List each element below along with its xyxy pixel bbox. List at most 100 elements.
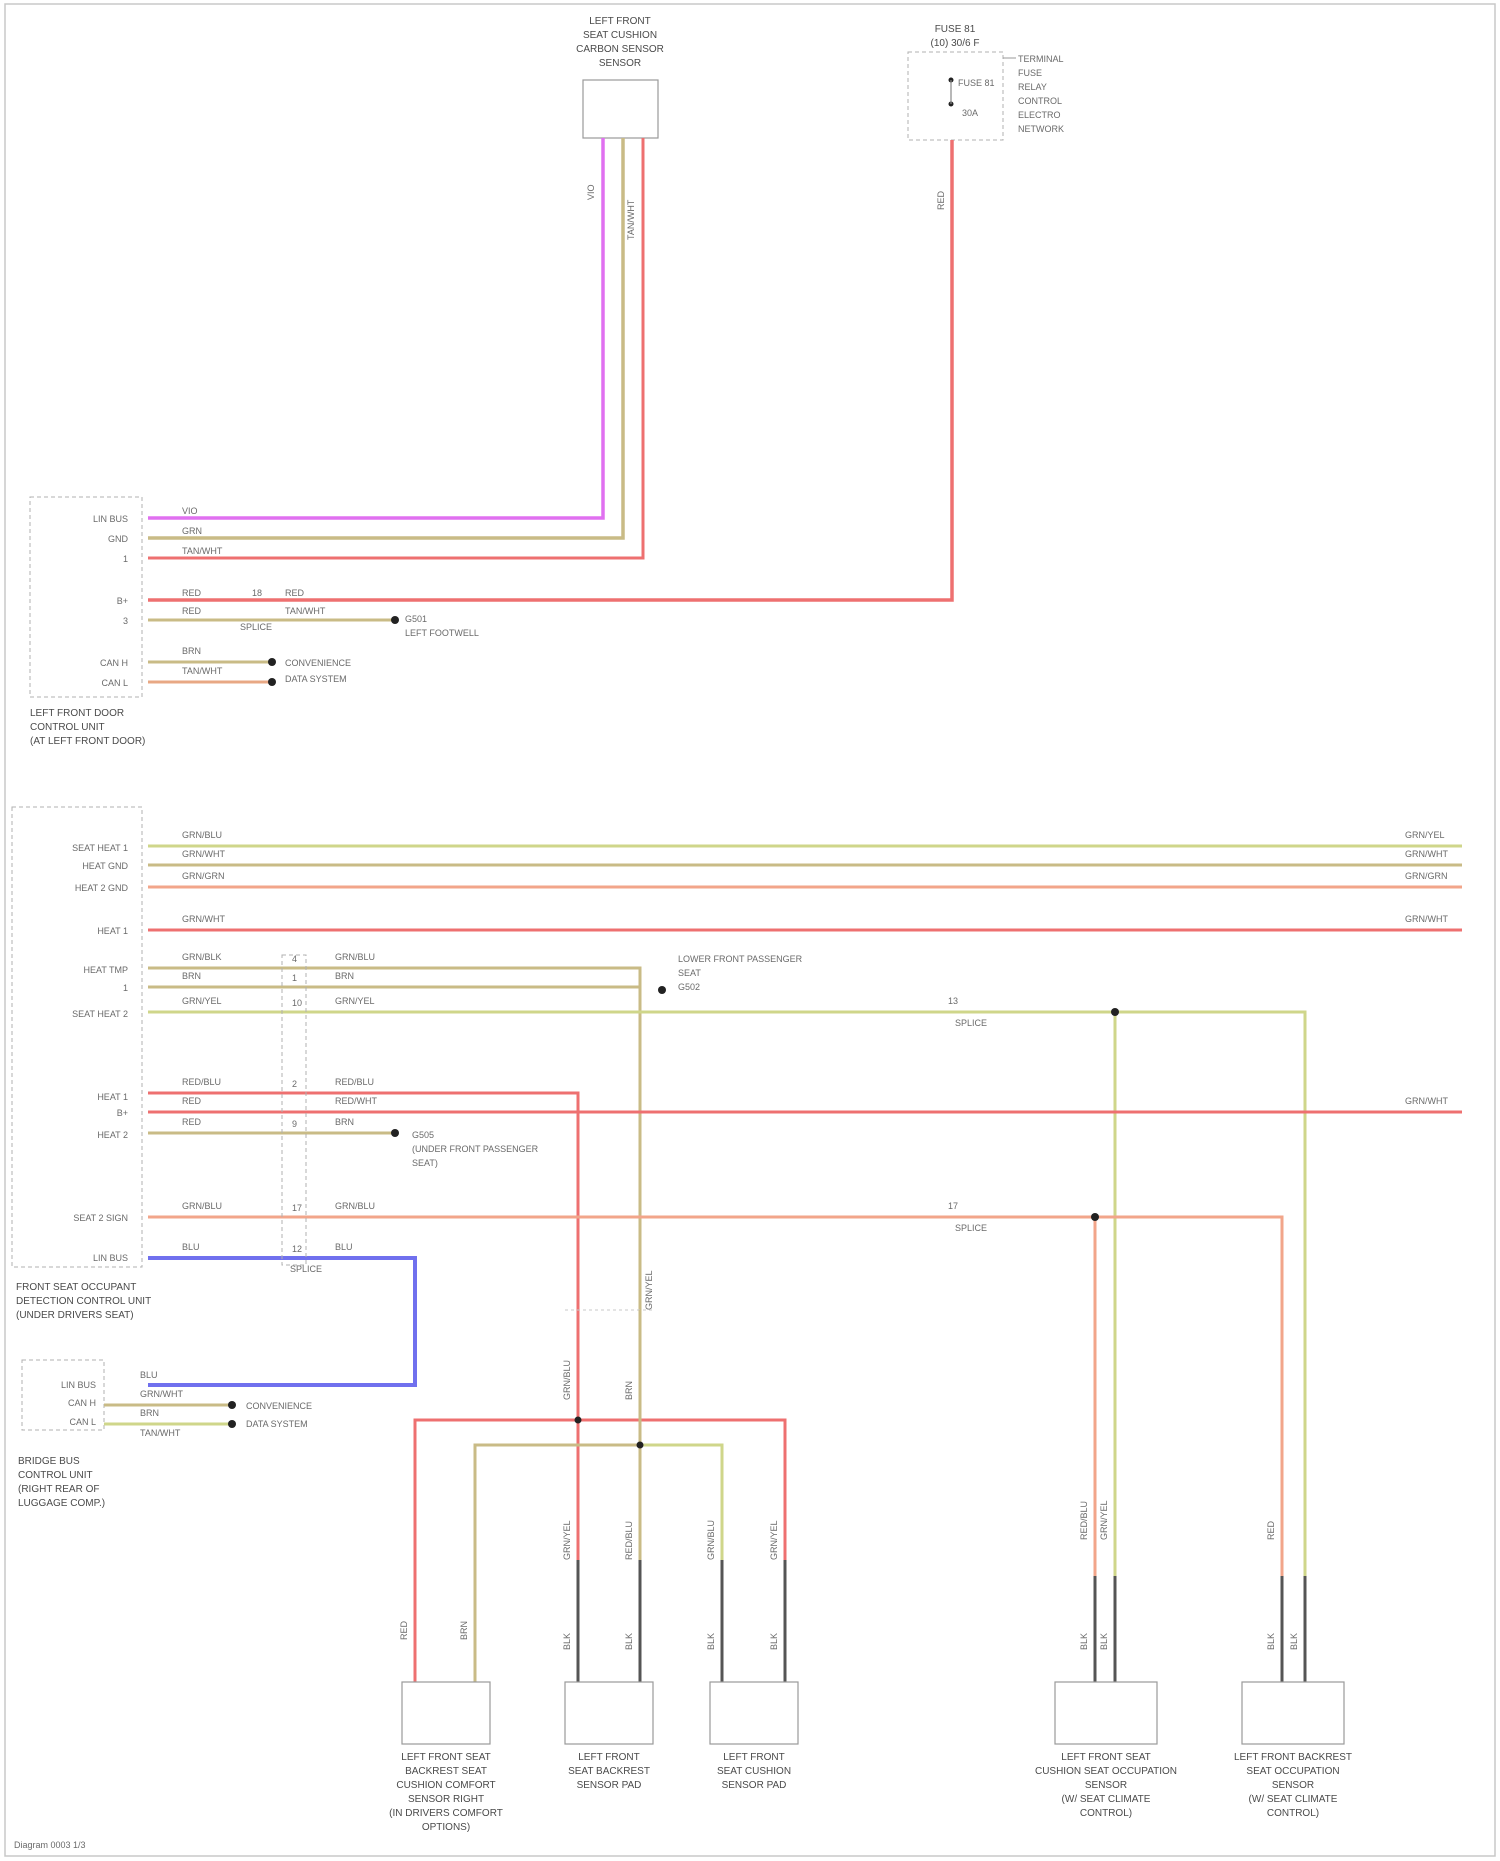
seat-wl-9: RED — [182, 1096, 202, 1106]
vl-11: GRN/YEL — [1099, 1500, 1109, 1540]
fuse-note-1: TERMINAL — [1018, 54, 1064, 64]
junction-splice-2: SPLICE — [955, 1223, 987, 1233]
seat-ground-dot-2 — [391, 1129, 399, 1137]
bs3-cap-1: LEFT FRONT — [723, 1752, 784, 1763]
door-wl-5: RED — [182, 606, 202, 616]
fuse-note-6: NETWORK — [1018, 124, 1064, 134]
door-ground-label-2: LEFT FOOTWELL — [405, 628, 479, 638]
bs5-cap-2: SEAT OCCUPATION — [1246, 1766, 1339, 1777]
bs1-cap-3: CUSHION COMFORT — [396, 1780, 495, 1791]
sensor-caption-2: SEAT CUSHION — [583, 30, 657, 41]
bs4-cap-4: (W/ SEAT CLIMATE — [1062, 1794, 1151, 1805]
door-pin-3: 3 — [123, 616, 128, 626]
door-wl-8: TAN/WHT — [285, 606, 326, 616]
bottom-sensor-1-box — [402, 1682, 490, 1744]
vl-8: GRN/BLU — [706, 1520, 716, 1560]
seat-pin-11: SEAT 2 SIGN — [73, 1213, 128, 1223]
left-front-door-module: LIN BUS GND 1 B+ 3 CAN H CAN L LEFT FRON… — [30, 497, 145, 747]
seat-pin-6: 1 — [123, 983, 128, 993]
rear-caption-3: (RIGHT REAR OF — [18, 1484, 99, 1495]
bs4-cap-2: CUSHION SEAT OCCUPATION — [1035, 1766, 1177, 1777]
mid-pin-5: 9 — [292, 1119, 297, 1129]
seat-pin-8: HEAT 1 — [97, 1092, 128, 1102]
rear-caption-2: CONTROL UNIT — [18, 1470, 93, 1481]
wire-red-fuse — [148, 140, 952, 600]
mid-wl-6: BRN — [335, 1117, 354, 1127]
bs5-cap-5: CONTROL) — [1267, 1808, 1319, 1819]
door-pin-gnd: GND — [108, 534, 129, 544]
bs5-cap-4: (W/ SEAT CLIMATE — [1249, 1794, 1338, 1805]
fuse-note-3: RELAY — [1018, 82, 1047, 92]
seat-wl-10: RED — [182, 1117, 202, 1127]
bs1-cap-2: BACKREST SEAT — [405, 1766, 487, 1777]
vl-3: GRN/YEL — [644, 1270, 654, 1310]
sensor-caption-3: CARBON SENSOR — [576, 44, 664, 55]
seat-ground-1-label-1: LOWER FRONT PASSENGER — [678, 954, 803, 964]
vl-7: RED/BLU — [624, 1521, 634, 1560]
seat-wl-3: GRN/GRN — [182, 871, 225, 881]
seat-pin-2: HEAT GND — [82, 861, 128, 871]
bottom-sensor-3: LEFT FRONT SEAT CUSHION SENSOR PAD — [710, 1682, 798, 1791]
junction-splice-1: SPLICE — [955, 1018, 987, 1028]
door-pin-bplus: B+ — [117, 596, 128, 606]
bottom-sensor-3-box — [710, 1682, 798, 1744]
wire-lin-bus-blue — [148, 1258, 415, 1385]
junction-dot-2 — [1091, 1213, 1099, 1221]
rear-can-label-2: DATA SYSTEM — [246, 1419, 308, 1429]
fuse-block-outline — [908, 52, 1003, 140]
mid-wl-1: GRN/BLU — [335, 952, 375, 962]
fuse-note-4: CONTROL — [1018, 96, 1062, 106]
mid-splice: SPLICE — [290, 1264, 322, 1274]
seat-wl-2: GRN/WHT — [182, 849, 225, 859]
vl-4: RED — [399, 1620, 409, 1640]
bottom-sensor-5: LEFT FRONT BACKREST SEAT OCCUPATION SENS… — [1234, 1682, 1352, 1819]
seat-pin-10: HEAT 2 — [97, 1130, 128, 1140]
bottom-sensor-2-box — [565, 1682, 653, 1744]
mid-wl-7: GRN/BLU — [335, 1201, 375, 1211]
door-wl-7: RED — [285, 588, 305, 598]
rear-bridge-module: LIN BUS CAN H CAN L BRIDGE BUS CONTROL U… — [18, 1360, 105, 1509]
door-pin-lin: LIN BUS — [93, 514, 128, 524]
seat-wr-2: GRN/WHT — [1405, 849, 1448, 859]
bs1-cap-1: LEFT FRONT SEAT — [401, 1752, 490, 1763]
vl-6: GRN/YEL — [562, 1520, 572, 1560]
door-wl-1: VIO — [182, 506, 198, 516]
door-wl-6: 18 — [252, 588, 262, 598]
door-wl-4: RED — [182, 588, 202, 598]
wire-heat-1-b — [148, 1093, 578, 1576]
seat-ground-2-label-2: (UNDER FRONT PASSENGER — [412, 1144, 539, 1154]
door-pin-canl: CAN L — [101, 678, 128, 688]
bs4-cap-5: CONTROL) — [1080, 1808, 1132, 1819]
seat-pin-5: HEAT TMP — [83, 965, 128, 975]
fuse-title-2: (10) 30/6 F — [931, 38, 980, 49]
vl-17: BLK — [1079, 1633, 1089, 1650]
seat-wr-5: GRN/WHT — [1405, 1096, 1448, 1106]
bottom-sensor-4: LEFT FRONT SEAT CUSHION SEAT OCCUPATION … — [1035, 1682, 1177, 1819]
relay-label: 30A — [962, 108, 978, 118]
junction-dot-1 — [1111, 1008, 1119, 1016]
seat-wl-5: GRN/BLK — [182, 952, 222, 962]
vlabel-tan: TAN/WHT — [626, 199, 636, 240]
vl-2: BRN — [624, 1381, 634, 1400]
seat-wl-1: GRN/BLU — [182, 830, 222, 840]
vl-20: BLK — [1289, 1633, 1299, 1650]
bs4-cap-3: SENSOR — [1085, 1780, 1127, 1791]
mid-pin-1: 4 — [292, 954, 297, 964]
vl-18: BLK — [1099, 1633, 1109, 1650]
seat-ground-dot-1 — [658, 986, 666, 994]
seat-wr-4: GRN/WHT — [1405, 914, 1448, 924]
door-pin-1: 1 — [123, 554, 128, 564]
rear-wl-1: BLU — [140, 1370, 158, 1380]
wire-violet-lin — [148, 138, 603, 518]
rear-can-h-dot — [228, 1401, 236, 1409]
seat-pin-7: SEAT HEAT 2 — [72, 1009, 128, 1019]
wire-tan-gnd — [148, 138, 623, 538]
seat-caption-3: (UNDER DRIVERS SEAT) — [16, 1310, 134, 1321]
wire-bottom-red-right — [578, 1420, 785, 1685]
wire-seat-heat-2 — [148, 1012, 1305, 1576]
seat-wl-6: BRN — [182, 971, 201, 981]
rear-can-label-1: CONVENIENCE — [246, 1401, 312, 1411]
bs2-cap-3: SENSOR PAD — [577, 1780, 642, 1791]
seat-caption-2: DETECTION CONTROL UNIT — [16, 1296, 151, 1307]
